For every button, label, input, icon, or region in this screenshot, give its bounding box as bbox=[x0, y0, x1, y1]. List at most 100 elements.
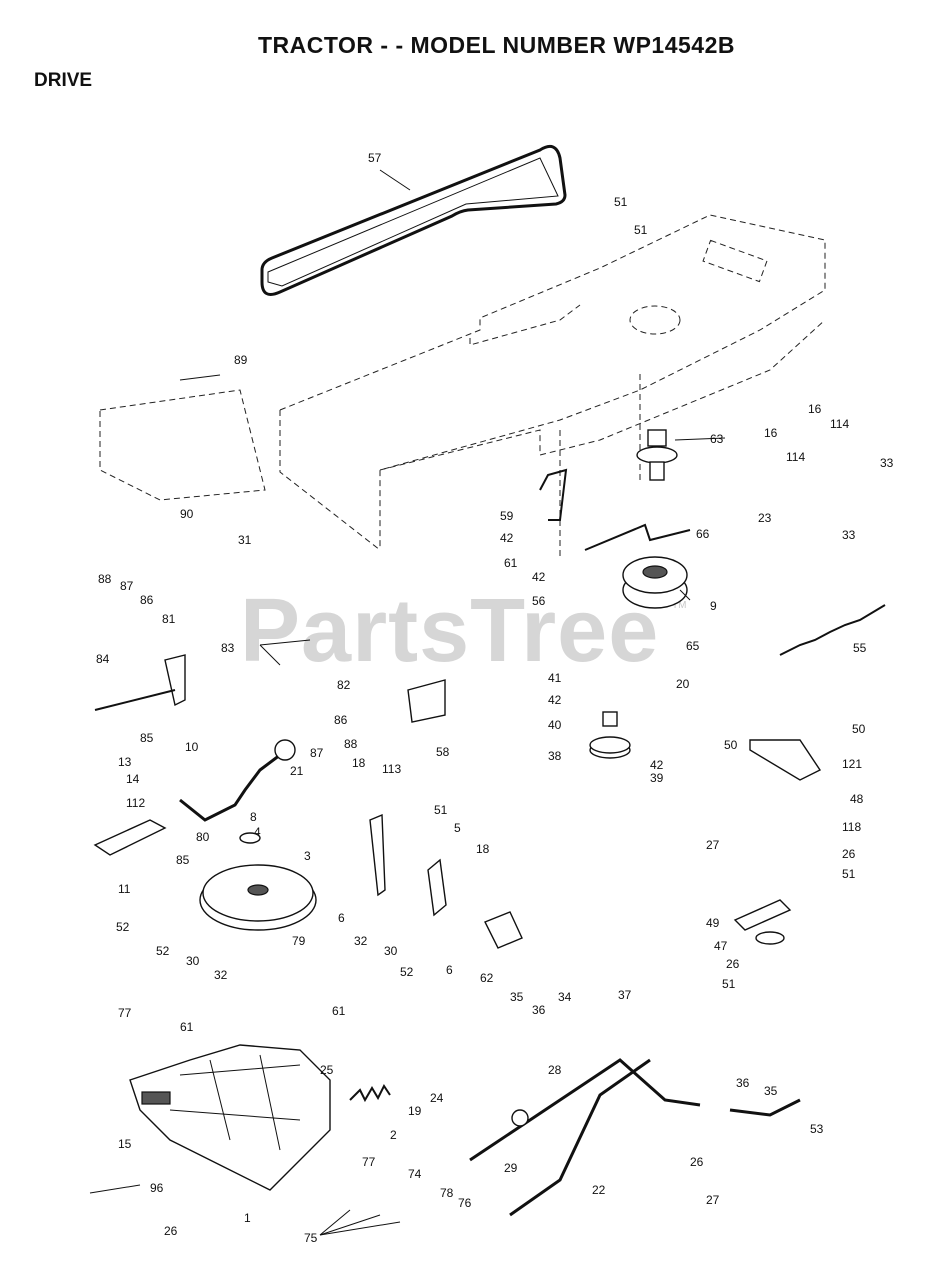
electric-clutch[interactable] bbox=[622, 556, 688, 609]
transmission-pulley[interactable] bbox=[199, 832, 317, 931]
callout: 58 bbox=[436, 745, 450, 759]
callout: 35 bbox=[510, 990, 524, 1004]
plate-80[interactable] bbox=[93, 819, 167, 856]
callout: 86 bbox=[140, 593, 154, 607]
callout: 8 bbox=[250, 810, 257, 824]
callout: 55 bbox=[853, 641, 867, 655]
callout: 89 bbox=[234, 353, 248, 367]
callout: 52 bbox=[156, 944, 170, 958]
section-heading: DRIVE bbox=[34, 70, 93, 91]
callout: 86 bbox=[334, 713, 348, 727]
callout: 49 bbox=[706, 916, 720, 930]
callout: 51 bbox=[434, 803, 448, 817]
callout: 9 bbox=[710, 599, 717, 613]
callout: 87 bbox=[120, 579, 134, 593]
callout: 26 bbox=[726, 957, 740, 971]
callout: 11 bbox=[118, 882, 131, 896]
page-title: TRACTOR - - MODEL NUMBER WP14542B bbox=[258, 32, 735, 58]
plate-58[interactable] bbox=[407, 679, 446, 723]
callout: 18 bbox=[352, 756, 366, 770]
callout: 13 bbox=[118, 755, 132, 769]
spring-25[interactable] bbox=[349, 1084, 391, 1103]
callout: 41 bbox=[548, 671, 562, 685]
callout: 57 bbox=[368, 151, 382, 165]
rod-66[interactable] bbox=[584, 523, 691, 551]
pulley-47[interactable] bbox=[755, 931, 785, 945]
callout: 66 bbox=[696, 527, 710, 541]
transaxle-assembly[interactable] bbox=[129, 1044, 331, 1191]
callout: 56 bbox=[532, 594, 546, 608]
callout: 65 bbox=[686, 639, 700, 653]
spindle-pulley[interactable] bbox=[636, 429, 678, 481]
callout: 33 bbox=[842, 528, 856, 542]
callout: 51 bbox=[634, 223, 648, 237]
callout: 30 bbox=[186, 954, 200, 968]
callout: 42 bbox=[548, 693, 562, 707]
callout: 62 bbox=[480, 971, 494, 985]
callout: 114 bbox=[830, 417, 849, 431]
bracket-49[interactable] bbox=[733, 899, 792, 931]
callout: 14 bbox=[126, 772, 140, 786]
callout: 88 bbox=[98, 572, 112, 586]
control-rods[interactable] bbox=[469, 1058, 801, 1217]
callout: 80 bbox=[196, 830, 210, 844]
callout: 114 bbox=[786, 450, 805, 464]
callout: 61 bbox=[180, 1020, 194, 1034]
callout: 26 bbox=[690, 1155, 704, 1169]
drive-belt[interactable] bbox=[260, 144, 567, 296]
callout: 36 bbox=[532, 1003, 546, 1017]
callout: 26 bbox=[842, 847, 856, 861]
callout: 59 bbox=[500, 509, 514, 523]
callout: 50 bbox=[724, 738, 738, 752]
callout: 96 bbox=[150, 1181, 164, 1195]
arm-81[interactable] bbox=[164, 654, 186, 707]
shaft-62[interactable] bbox=[484, 911, 523, 949]
callout: 28 bbox=[548, 1063, 562, 1077]
callout: 77 bbox=[118, 1006, 132, 1020]
callout: 16 bbox=[764, 426, 778, 440]
callout: 23 bbox=[758, 511, 772, 525]
callout: 79 bbox=[292, 934, 306, 948]
callout: 10 bbox=[185, 740, 199, 754]
callout: 51 bbox=[614, 195, 628, 209]
callout: 42 bbox=[650, 758, 664, 772]
callout: 81 bbox=[162, 612, 176, 626]
callout: 52 bbox=[116, 920, 130, 934]
callout: 39 bbox=[650, 771, 664, 785]
callout: 5 bbox=[454, 821, 461, 835]
spring-55[interactable] bbox=[779, 604, 886, 656]
bracket-5[interactable] bbox=[427, 858, 447, 917]
callout: 27 bbox=[706, 838, 720, 852]
callout: 83 bbox=[221, 641, 235, 655]
callout: 90 bbox=[180, 507, 194, 521]
shift-lever[interactable] bbox=[179, 739, 296, 822]
bracket-48[interactable] bbox=[749, 739, 822, 781]
callout: 25 bbox=[320, 1063, 334, 1077]
callout: 32 bbox=[214, 968, 228, 982]
watermark-trademark: TM bbox=[672, 600, 687, 611]
callout: 40 bbox=[548, 718, 562, 732]
rod-84[interactable] bbox=[94, 689, 176, 711]
callout-labels: 57 51 51 89 16 114 16 114 33 63 23 33 90… bbox=[96, 151, 894, 1245]
callout: 34 bbox=[558, 990, 572, 1004]
callout: 113 bbox=[382, 762, 401, 776]
callout: 18 bbox=[476, 842, 490, 856]
callout: 42 bbox=[500, 531, 514, 545]
callout: 77 bbox=[362, 1155, 376, 1169]
callout: 75 bbox=[304, 1231, 318, 1245]
callout: 21 bbox=[290, 764, 304, 778]
callout: 74 bbox=[408, 1167, 422, 1181]
callout: 6 bbox=[338, 911, 345, 925]
callout: 85 bbox=[140, 731, 154, 745]
callout: 31 bbox=[238, 533, 252, 547]
callout: 63 bbox=[710, 432, 724, 446]
callout: 19 bbox=[408, 1104, 422, 1118]
callout: 36 bbox=[736, 1076, 750, 1090]
callout: 16 bbox=[808, 402, 822, 416]
bracket-113[interactable] bbox=[369, 813, 386, 897]
callout: 61 bbox=[504, 556, 518, 570]
callout: 53 bbox=[810, 1122, 824, 1136]
idler-pulley[interactable] bbox=[589, 711, 631, 759]
bracket-59[interactable] bbox=[539, 468, 568, 521]
callout: 47 bbox=[714, 939, 728, 953]
